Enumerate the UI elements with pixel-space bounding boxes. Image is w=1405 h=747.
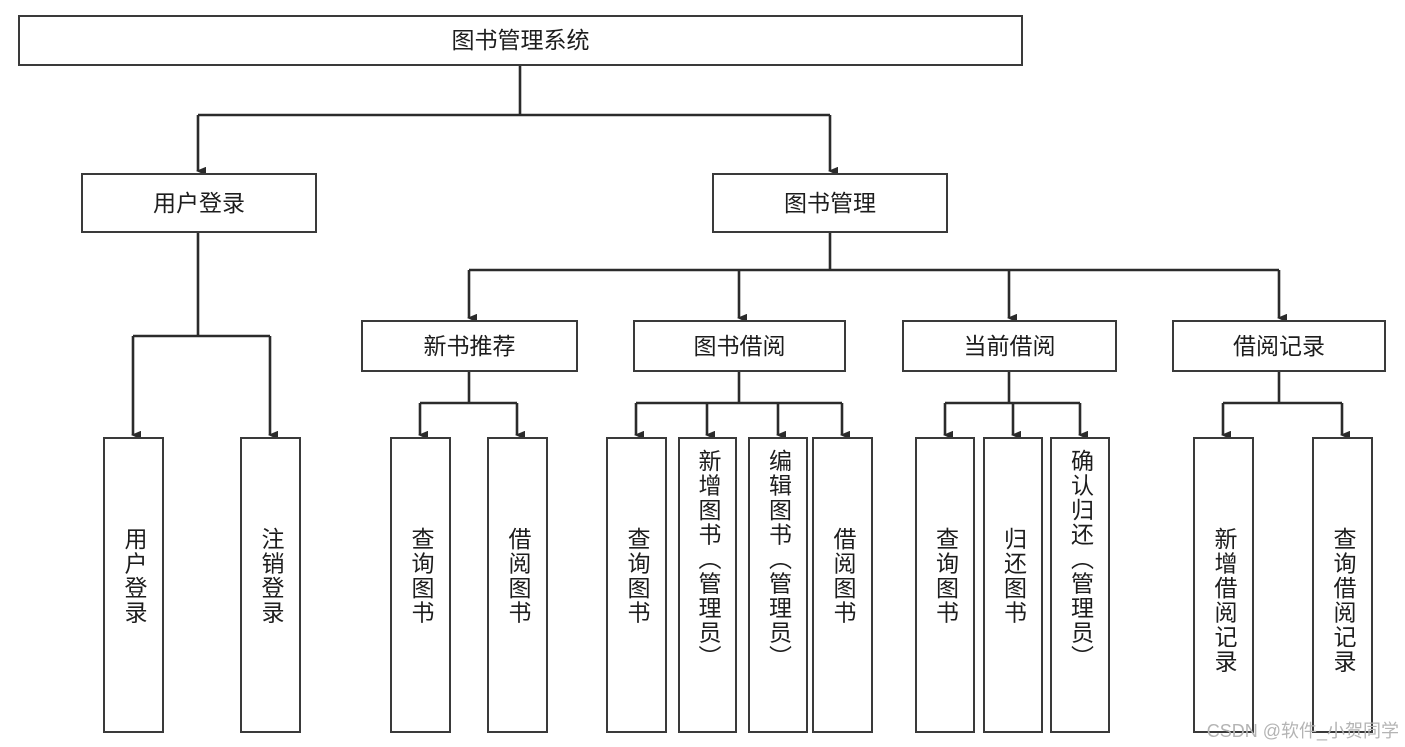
node-leaf-add-borrow-record[interactable]: 新增借阅记录 — [1193, 437, 1254, 733]
node-leaf-borrow-book-1-label: 借阅图书 — [505, 527, 531, 625]
node-leaf-query-book-3-label: 查询图书 — [932, 527, 959, 625]
node-new-book-recommend-label: 新书推荐 — [423, 332, 516, 359]
node-leaf-logout[interactable]: 注销登录 — [240, 437, 301, 733]
node-current-borrow-label: 当前借阅 — [963, 332, 1056, 359]
node-leaf-confirm-return-label: 确认归还（管理员） — [1067, 449, 1094, 670]
node-leaf-return-book[interactable]: 归还图书 — [983, 437, 1043, 733]
node-leaf-add-book-admin[interactable]: 新增图书（管理员） — [678, 437, 737, 733]
node-leaf-add-borrow-record-label: 新增借阅记录 — [1211, 527, 1237, 674]
node-leaf-confirm-return[interactable]: 确认归还（管理员） — [1050, 437, 1110, 733]
node-book-borrow-label: 图书借阅 — [693, 332, 786, 359]
node-borrow-record-label: 借阅记录 — [1233, 332, 1325, 359]
node-leaf-borrow-book-2-label: 借阅图书 — [830, 527, 856, 625]
node-leaf-query-book-1-label: 查询图书 — [408, 527, 434, 625]
node-leaf-edit-book-admin-label: 编辑图书（管理员） — [765, 449, 792, 670]
node-leaf-query-borrow-record[interactable]: 查询借阅记录 — [1312, 437, 1373, 733]
node-leaf-user-login[interactable]: 用户登录 — [103, 437, 164, 733]
node-leaf-user-login-label: 用户登录 — [121, 527, 147, 625]
node-book-manage[interactable]: 图书管理 — [712, 173, 948, 233]
node-leaf-query-book-1[interactable]: 查询图书 — [390, 437, 451, 733]
node-leaf-return-book-label: 归还图书 — [1000, 527, 1027, 625]
node-user-login[interactable]: 用户登录 — [81, 173, 317, 233]
node-current-borrow[interactable]: 当前借阅 — [902, 320, 1117, 372]
node-leaf-query-book-2[interactable]: 查询图书 — [606, 437, 667, 733]
node-book-manage-label: 图书管理 — [784, 189, 876, 216]
node-root-system[interactable]: 图书管理系统 — [18, 15, 1023, 66]
node-leaf-add-book-admin-label: 新增图书（管理员） — [695, 449, 721, 670]
node-leaf-edit-book-admin[interactable]: 编辑图书（管理员） — [748, 437, 808, 733]
node-leaf-borrow-book-2[interactable]: 借阅图书 — [812, 437, 873, 733]
node-leaf-logout-label: 注销登录 — [258, 527, 284, 625]
node-leaf-query-book-3[interactable]: 查询图书 — [915, 437, 975, 733]
node-leaf-query-borrow-record-label: 查询借阅记录 — [1330, 527, 1356, 674]
node-new-book-recommend[interactable]: 新书推荐 — [361, 320, 578, 372]
node-borrow-record[interactable]: 借阅记录 — [1172, 320, 1386, 372]
node-leaf-query-book-2-label: 查询图书 — [624, 527, 650, 625]
node-user-login-label: 用户登录 — [153, 189, 245, 216]
node-leaf-borrow-book-1[interactable]: 借阅图书 — [487, 437, 548, 733]
node-root-system-label: 图书管理系统 — [451, 27, 590, 54]
node-book-borrow[interactable]: 图书借阅 — [633, 320, 846, 372]
